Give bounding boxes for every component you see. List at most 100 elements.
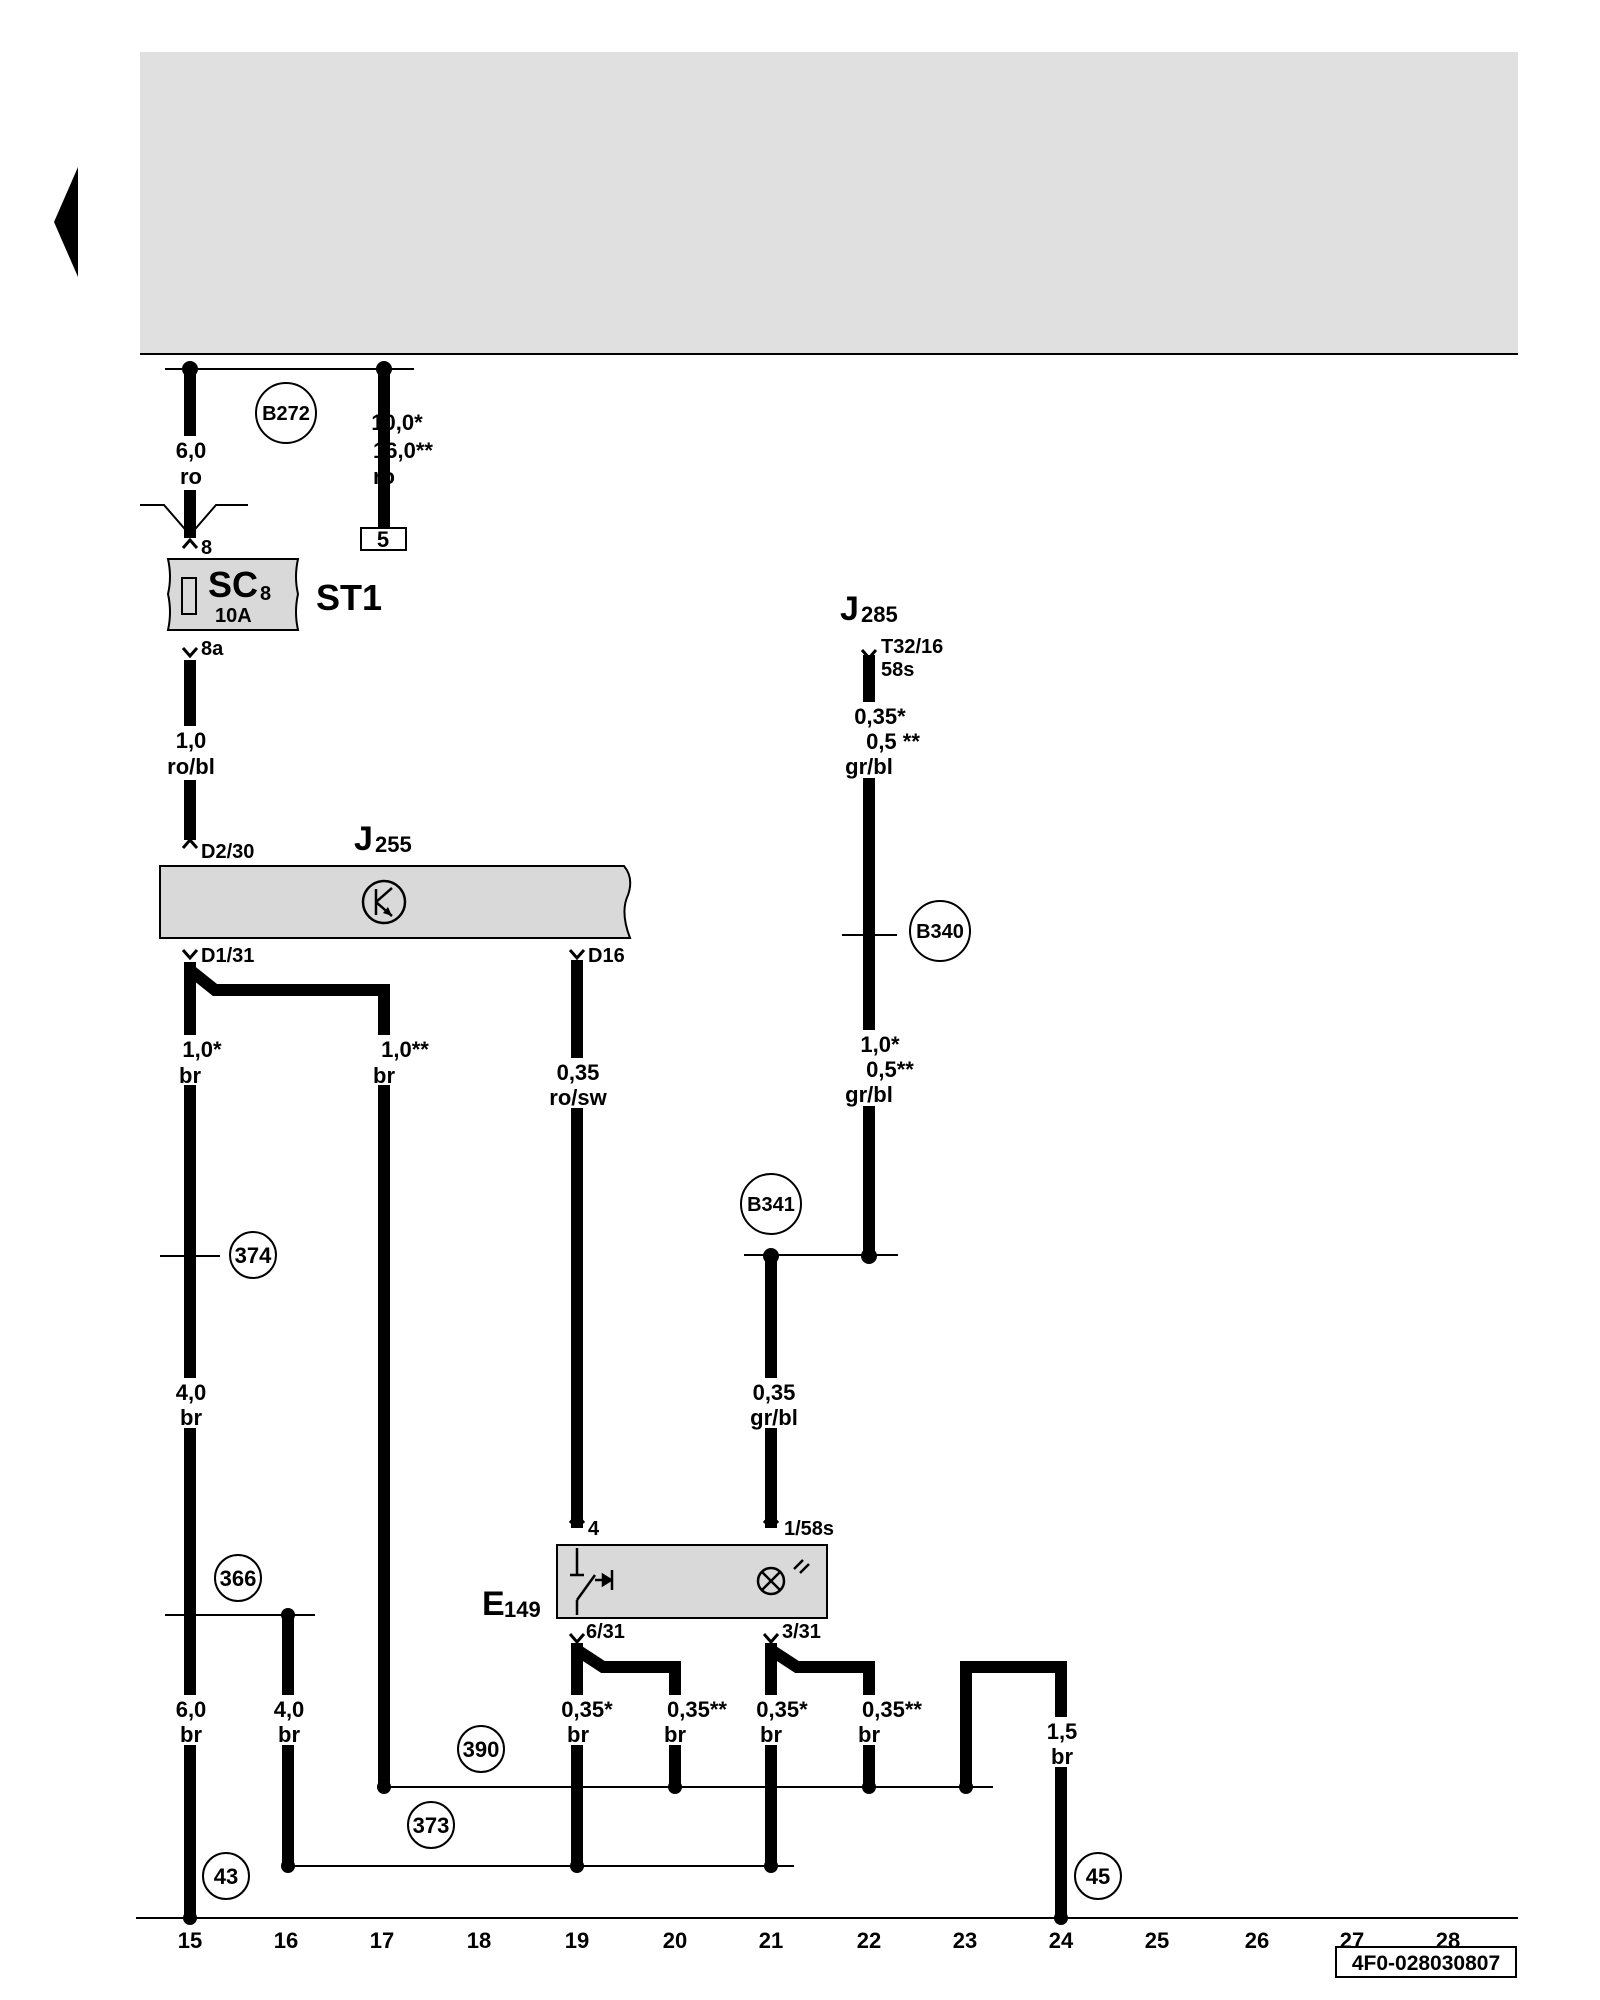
track-number: 23 xyxy=(953,1928,977,1953)
wire-label: br xyxy=(180,1405,202,1430)
fuse-pin-in: 8 xyxy=(201,537,212,559)
fuse-code-sub: 8 xyxy=(260,583,271,605)
wire-label: 4,0 xyxy=(176,1380,207,1405)
switch-icon xyxy=(570,1548,614,1615)
fuse-panel-label: ST1 xyxy=(316,577,382,618)
wire-label: 1,0** xyxy=(381,1037,429,1062)
track-numbers: 15 16 17 18 19 20 21 22 23 24 25 26 27 2… xyxy=(178,1928,1460,1953)
conn-366: 366 xyxy=(220,1566,257,1591)
transistor-icon xyxy=(361,879,407,925)
wire-label: 1,0* xyxy=(860,1032,900,1057)
e149-switch-unit xyxy=(556,1544,828,1619)
track-number: 24 xyxy=(1049,1928,1074,1953)
conn-373: 373 xyxy=(413,1813,450,1838)
e149-pin-left-in: 4 xyxy=(588,1518,600,1540)
wire-label: br xyxy=(858,1722,880,1747)
j255-sub: 255 xyxy=(375,832,412,857)
doc-code-box xyxy=(1335,1946,1517,1978)
j285-sub: 285 xyxy=(861,602,898,627)
wire-label-backgrounds xyxy=(166,436,1083,1767)
wire-label: br xyxy=(179,1063,201,1088)
wire-label: 6,0 xyxy=(176,438,207,463)
wire-label: br xyxy=(567,1722,589,1747)
lamp-icon xyxy=(756,1559,810,1596)
wire-label: gr/bl xyxy=(750,1405,798,1430)
wire-21-22-ground xyxy=(765,1643,875,1866)
conn-45: 45 xyxy=(1086,1864,1110,1889)
back-arrow-icon[interactable] xyxy=(54,167,78,277)
wire-label: 4,0 xyxy=(274,1697,305,1722)
e149-pin-right-out: 3/31 xyxy=(782,1621,821,1643)
wire-23-24-ground xyxy=(960,1661,1067,1918)
wire-label: 0,35** xyxy=(862,1697,922,1722)
header-band xyxy=(140,52,1518,355)
wire-label: br xyxy=(180,1722,202,1747)
fuse-element-icon xyxy=(181,577,197,615)
wire-label: 0,35 xyxy=(753,1380,796,1405)
wire-label: 16,0** xyxy=(373,438,433,463)
track-number: 16 xyxy=(274,1928,298,1953)
conn-43: 43 xyxy=(214,1864,238,1889)
conn-b341: B341 xyxy=(747,1194,795,1216)
pin-arrows xyxy=(181,537,878,1645)
terminal-5-box xyxy=(360,527,407,551)
wire-label: 1,0* xyxy=(182,1037,222,1062)
e149-pin-right-in: 1/58s xyxy=(784,1518,834,1540)
track-number: 22 xyxy=(857,1928,881,1953)
conn-374: 374 xyxy=(235,1243,272,1268)
connection-points: B272 B340 B341 374 366 390 373 43 45 xyxy=(202,382,1122,1900)
wire-label: br xyxy=(1051,1744,1073,1769)
terminal-5-label: 5 xyxy=(377,527,389,552)
track-number: 21 xyxy=(759,1928,783,1953)
wire-label: gr/bl xyxy=(845,1082,893,1107)
j255-pin-ground: D1/31 xyxy=(201,945,254,967)
wire-label: ro/sw xyxy=(549,1085,607,1110)
fuse-sc8 xyxy=(166,558,300,631)
wire-label: 0,5 ** xyxy=(866,729,920,754)
e149-sub: 149 xyxy=(504,1597,541,1622)
wire-label: 1,5 xyxy=(1047,1719,1078,1744)
j255-control-unit xyxy=(159,865,632,939)
wire-label: 0,35* xyxy=(561,1697,613,1722)
track-number: 20 xyxy=(663,1928,687,1953)
wire-label: 0,35 xyxy=(557,1060,600,1085)
wire-label: br xyxy=(760,1722,782,1747)
fuse-pin-out: 8a xyxy=(201,638,224,660)
wire-label: 1,0 xyxy=(176,728,207,753)
wire-19-20-ground xyxy=(571,1643,681,1866)
wire-label: ro/bl xyxy=(167,754,215,779)
wire-labels: 6,0 ro 10,0* 16,0** ro 1,0 ro/bl 0,35* 0… xyxy=(167,410,1077,1769)
wire-label: gr/bl xyxy=(845,754,893,779)
conn-390: 390 xyxy=(463,1737,500,1762)
wire-label: 0,35* xyxy=(854,704,906,729)
wire-label: 0,35* xyxy=(756,1697,808,1722)
doc-code: 4F0-028030807 xyxy=(1352,1952,1500,1975)
wire-label: ro xyxy=(373,464,395,489)
e149-code: E xyxy=(482,1585,505,1623)
track-number: 25 xyxy=(1145,1928,1169,1953)
wire-15-17-ground xyxy=(184,962,390,1918)
wire-label: 6,0 xyxy=(176,1697,207,1722)
j285-connector: T32/16 xyxy=(881,636,943,658)
j255-code: J xyxy=(354,820,373,858)
fuse-code: SC xyxy=(208,564,258,605)
wire-label: 10,0* xyxy=(371,410,423,435)
j285-code: J xyxy=(840,590,859,628)
track-number: 17 xyxy=(370,1928,394,1953)
wire-label: 0,35** xyxy=(667,1697,727,1722)
wire-label: br xyxy=(373,1063,395,1088)
conn-b272: B272 xyxy=(262,403,310,425)
wire-label: br xyxy=(278,1722,300,1747)
track-number: 15 xyxy=(178,1928,202,1953)
j285-pin: 58s xyxy=(881,659,914,681)
wire-label: 0,5** xyxy=(866,1057,914,1082)
e149-pin-left-out: 6/31 xyxy=(586,1621,625,1643)
wire-label: ro xyxy=(180,464,202,489)
track-number: 18 xyxy=(467,1928,491,1953)
conn-b340: B340 xyxy=(916,921,964,943)
wire-label: br xyxy=(664,1722,686,1747)
j255-pin-supply: D2/30 xyxy=(201,841,254,863)
track-number: 26 xyxy=(1245,1928,1269,1953)
fuse-rating: 10A xyxy=(215,605,252,627)
